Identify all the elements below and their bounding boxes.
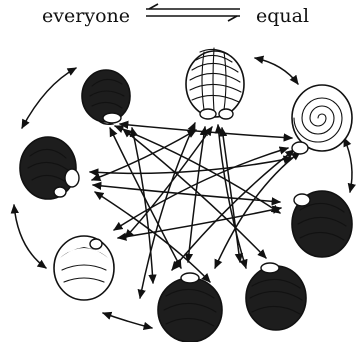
heads xyxy=(20,48,352,342)
ring-arrow xyxy=(14,205,46,268)
caption-left-word: everyone xyxy=(42,5,130,27)
ring-arrow xyxy=(344,138,352,192)
head-dark-hair xyxy=(292,191,352,257)
ring-arrow xyxy=(22,68,76,128)
head-dark-hair xyxy=(158,273,222,342)
ring-arrow xyxy=(255,58,298,84)
web-arrow xyxy=(93,185,280,202)
head-dark-hair xyxy=(20,137,79,199)
caption-right-word: equal xyxy=(256,5,309,27)
head-lined-hair xyxy=(186,48,244,119)
web-arrow xyxy=(222,128,240,262)
web-arrow xyxy=(110,128,181,268)
ring-arrow xyxy=(103,313,152,328)
head-dark-hair xyxy=(246,263,306,330)
double-arrow-icon xyxy=(146,4,240,21)
head-swirl-hair xyxy=(292,85,352,154)
head-dark-hair xyxy=(82,70,130,124)
head-light-hair xyxy=(54,236,114,300)
caption: everyone equal xyxy=(42,4,309,27)
